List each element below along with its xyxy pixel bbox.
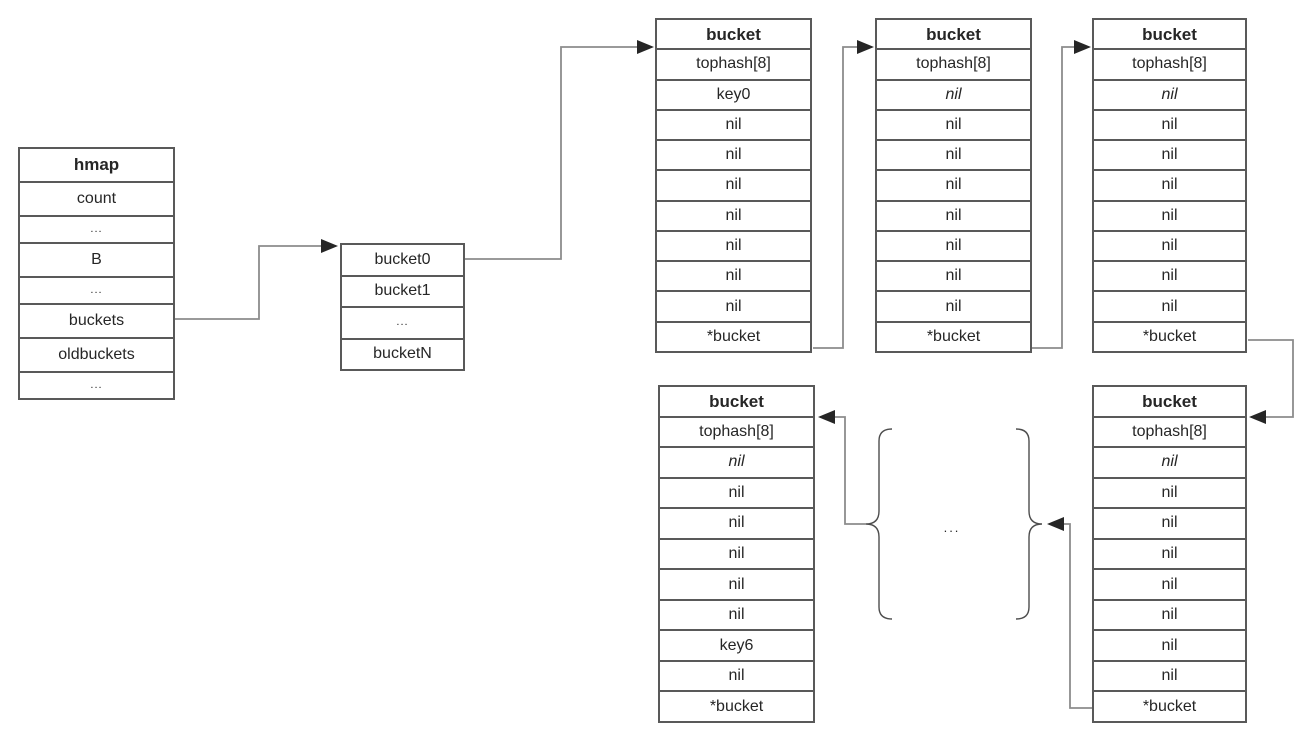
table-row: nil (657, 169, 810, 199)
table-row: tophash[8] (1094, 48, 1245, 78)
table-row: nil (660, 659, 813, 691)
table-row: nil (1094, 78, 1245, 109)
table-row: nil (657, 139, 810, 169)
table-row: nil (1094, 476, 1245, 508)
table-row: nil (877, 78, 1030, 109)
table-row: nil (1094, 229, 1245, 260)
table-row: nil (1094, 598, 1245, 630)
table-row: tophash[8] (877, 48, 1030, 78)
table-row: nil (877, 260, 1030, 290)
table-row: tophash[8] (1094, 415, 1245, 447)
arrow-chain3-to-chain4 (1248, 339, 1294, 424)
table-row: *bucket (1094, 690, 1245, 721)
table-row: nil (657, 260, 810, 290)
table-row: nil (657, 290, 810, 320)
table-row: nil (660, 507, 813, 538)
table-row: nil (877, 139, 1030, 169)
table-row: nil (660, 568, 813, 599)
table-row: nil (660, 598, 813, 630)
right-brace (1015, 428, 1043, 620)
table-row: *bucket (660, 690, 813, 721)
table-row: key6 (660, 629, 813, 660)
table-row: nil (877, 108, 1030, 139)
table-row: nil (877, 229, 1030, 260)
table-row: bucket (1142, 24, 1197, 44)
table-row: nil (1094, 139, 1245, 169)
table-row: nil (1094, 169, 1245, 199)
arrow-ellipsis-to-chain-last (818, 410, 866, 525)
table-row: nil (657, 199, 810, 230)
table-row: nil (1094, 568, 1245, 599)
table-row: nil (660, 537, 813, 569)
arrow-hmap-buckets-to-bucket-array (175, 239, 338, 320)
table-row: tophash[8] (660, 415, 813, 447)
bucket-array-table: bucket0 bucket1...bucketN (340, 243, 465, 371)
table-row: nil (657, 229, 810, 260)
arrow-chain1-to-chain2 (813, 40, 874, 349)
table-row: nil (1094, 446, 1245, 477)
table-row: nil (1094, 260, 1245, 290)
table-row: nil (1094, 108, 1245, 139)
table-row: *bucket (657, 320, 810, 351)
table-row: ... (20, 370, 173, 398)
table-row: *bucket (1094, 320, 1245, 351)
table-row: ... (20, 214, 173, 242)
table-row: bucket0 (374, 250, 431, 268)
table-row: bucket (926, 24, 981, 44)
table-row: nil (877, 199, 1030, 230)
table-row: nil (1094, 629, 1245, 660)
arrow-bucket0-to-chain1 (465, 40, 654, 260)
table-row: bucketN (342, 337, 463, 370)
table-row: nil (1094, 199, 1245, 230)
left-brace (865, 428, 893, 620)
table-row: nil (657, 108, 810, 139)
table-row: nil (1094, 290, 1245, 320)
table-row: B (20, 241, 173, 276)
overflow-ellipsis: ... (943, 520, 961, 535)
table-row: key0 (657, 78, 810, 109)
table-row: buckets (20, 303, 173, 337)
table-row: hmap (73, 155, 120, 175)
table-row: bucket (1142, 391, 1197, 411)
table-row: nil (877, 169, 1030, 199)
arrow-chain4-to-ellipsis (1047, 517, 1092, 709)
table-row: nil (1094, 537, 1245, 569)
table-row: bucket (706, 24, 761, 44)
table-row: ... (20, 275, 173, 303)
table-row: nil (660, 446, 813, 477)
table-row: nil (1094, 659, 1245, 691)
table-row: bucket1 (342, 274, 463, 307)
table-row: nil (1094, 507, 1245, 538)
table-row: nil (877, 290, 1030, 320)
table-row: oldbuckets (20, 336, 173, 371)
table-row: nil (660, 476, 813, 508)
table-row: bucket (709, 391, 764, 411)
table-row: count (20, 180, 173, 215)
table-row: tophash[8] (657, 48, 810, 78)
arrow-chain2-to-chain3 (1032, 40, 1091, 349)
table-row: *bucket (877, 320, 1030, 351)
table-row: ... (342, 306, 463, 338)
